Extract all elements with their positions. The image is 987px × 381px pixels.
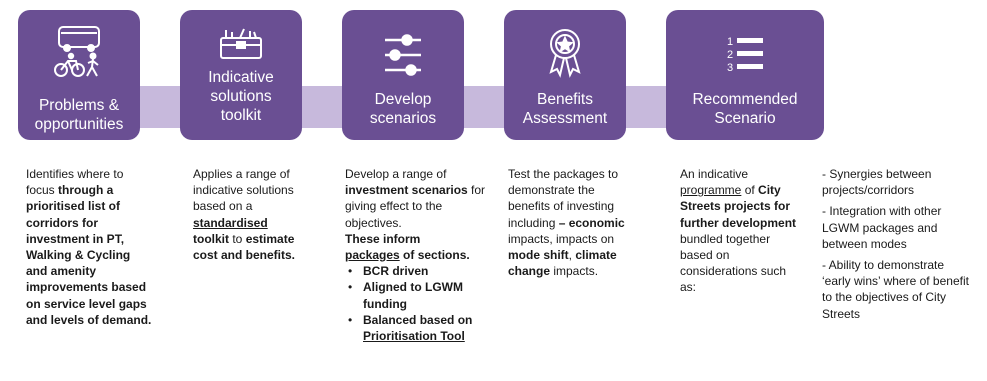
step-label: Indicative solutions toolkit xyxy=(208,69,274,124)
bullet-item: Balanced based on Prioritisation Tool xyxy=(345,312,487,344)
desc-text-bold: standardised xyxy=(193,215,268,230)
desc-text: for giving effect to the objectives. xyxy=(345,183,486,230)
step-label: Develop scenarios xyxy=(369,91,437,127)
description-toolkit: Applies a range of indicative solutions … xyxy=(193,166,305,263)
desc-text-underline: programme xyxy=(680,183,742,198)
step-label: Problems & opportunities xyxy=(34,97,124,133)
bus-bike-walk-icon xyxy=(18,24,140,80)
considerations-list: - Synergies between projects/corridors -… xyxy=(822,166,972,327)
step-recommended-scenario: 1 2 3 Recommended Scenario xyxy=(666,10,824,140)
toolbox-icon xyxy=(180,26,302,60)
numbered-list-icon: 1 2 3 xyxy=(666,34,824,74)
bullet-item: Aligned to LGWM funding xyxy=(345,279,487,311)
desc-text-bold: City Streets projects for further develo… xyxy=(680,183,797,230)
desc-text-bold: – economic xyxy=(558,215,625,230)
desc-text-bold: These inform xyxy=(345,231,421,246)
description-benefits: Test the packages to demonstrate the ben… xyxy=(508,166,633,279)
consideration-item: - Integration with other LGWM packages a… xyxy=(822,204,942,251)
desc-text-bold: estimate cost and benefits. xyxy=(193,231,296,263)
svg-text:3: 3 xyxy=(727,62,733,74)
award-ribbon-icon xyxy=(504,26,626,78)
step-label: Benefits Assessment xyxy=(522,91,608,127)
desc-text: impacts, impacts on xyxy=(508,231,615,246)
desc-text-bold: packages xyxy=(345,248,400,263)
desc-text-bold: through a prioritised list of corridors … xyxy=(26,183,152,327)
description-scenarios: Develop a range of investment scenarios … xyxy=(345,166,487,344)
desc-text-bold: of sections. xyxy=(399,248,470,263)
desc-text: An indicative xyxy=(680,167,749,181)
step-problems-opportunities: Problems & opportunities xyxy=(18,10,140,140)
desc-text: impacts. xyxy=(550,264,599,279)
desc-text: bundled together based on considerations… xyxy=(680,231,787,295)
bullet-item: BCR driven xyxy=(345,263,487,279)
description-recommended: An indicative programme of City Streets … xyxy=(680,166,800,296)
desc-text-bold: mode shift xyxy=(508,248,569,263)
step-benefits-assessment: Benefits Assessment xyxy=(504,10,626,140)
svg-text:2: 2 xyxy=(727,49,733,61)
step-develop-scenarios: Develop scenarios xyxy=(342,10,464,140)
desc-text-bold: toolkit xyxy=(193,231,229,246)
consideration-item: - Synergies between projects/corridors xyxy=(822,167,932,198)
desc-text: Develop a range of xyxy=(345,167,447,181)
desc-text: to xyxy=(229,231,246,246)
desc-text-bold: climate change xyxy=(508,248,617,279)
consideration-item: - Ability to demonstrate ‘early wins’ wh… xyxy=(822,258,969,321)
desc-text-bold: investment scenarios xyxy=(345,183,468,198)
prioritisation-tool-link: Prioritisation Tool xyxy=(363,329,465,344)
sliders-icon xyxy=(342,32,464,78)
desc-text: , xyxy=(568,248,576,263)
step-indicative-solutions-toolkit: Indicative solutions toolkit xyxy=(180,10,302,140)
description-problems: Identifies where to focus through a prio… xyxy=(26,166,154,328)
desc-text: Identifies where to focus xyxy=(26,167,124,198)
step-label: Recommended Scenario xyxy=(692,91,798,127)
desc-text: Applies a range of indicative solutions … xyxy=(193,167,294,214)
scenario-bullets: BCR driven Aligned to LGWM funding Balan… xyxy=(345,263,487,344)
desc-text: Test the packages to demonstrate the ben… xyxy=(508,167,619,230)
svg-text:1: 1 xyxy=(727,36,733,48)
desc-text: of xyxy=(741,183,759,198)
